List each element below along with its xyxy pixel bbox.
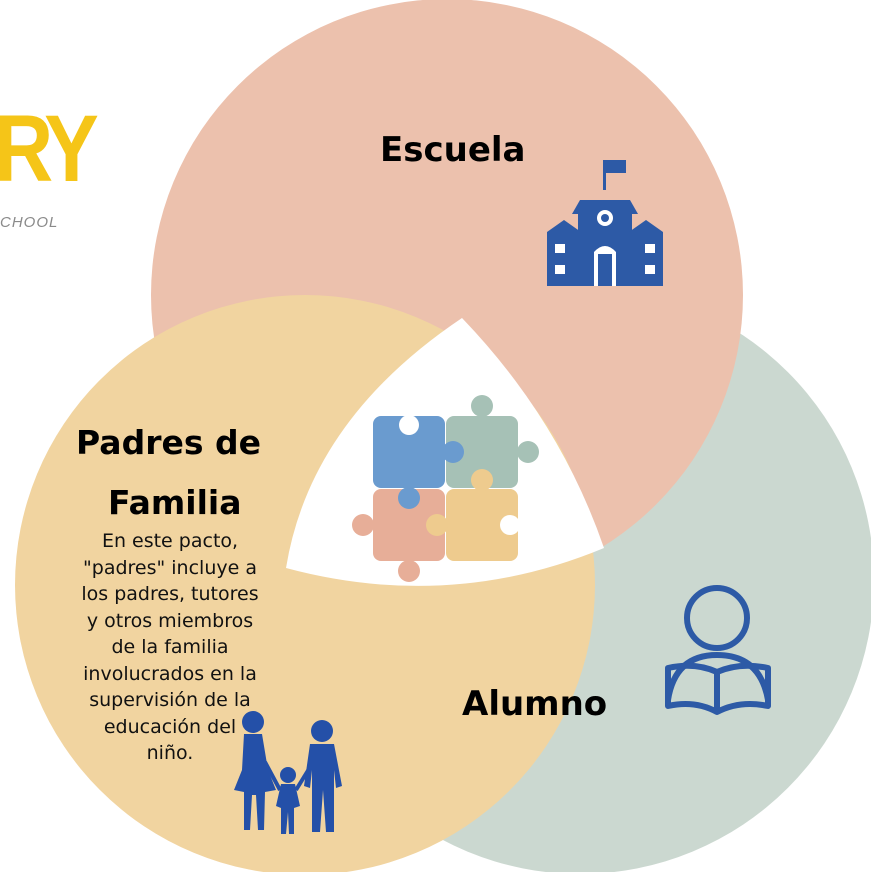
parents-title-line2: Familia: [108, 483, 242, 522]
family-silhouette-icon: [234, 711, 342, 834]
student-title: Alumno: [462, 684, 608, 724]
school-building-icon: [547, 160, 663, 286]
school-logo-subtitle: CHOOL: [0, 214, 59, 231]
school-logo: RY: [0, 97, 99, 202]
student-reading-icon: [665, 585, 771, 715]
parents-description: En este pacto, "padres" incluye a los pa…: [81, 530, 259, 764]
puzzle-pieces-icon: [352, 395, 539, 582]
parents-title-line1: Padres de: [76, 423, 261, 462]
school-title: Escuela: [380, 130, 526, 170]
